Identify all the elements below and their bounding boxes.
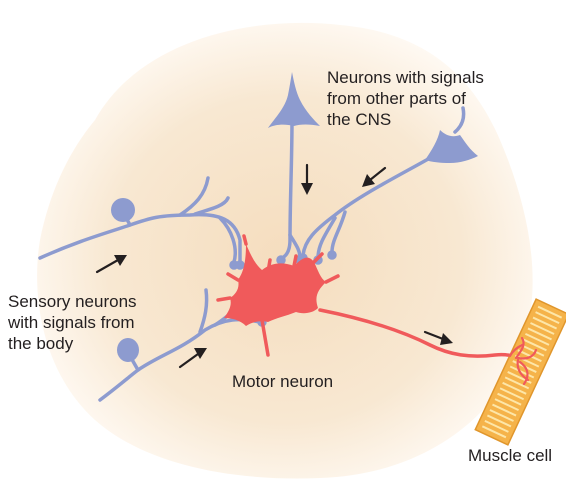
label-sensory-neurons: Sensory neurons with signals from the bo…	[8, 291, 137, 354]
sensory-cell-body-upper	[111, 198, 135, 222]
label-cns-neurons: Neurons with signals from other parts of…	[327, 67, 484, 130]
label-sensory-line-2: with signals from	[8, 312, 137, 333]
label-sensory-line-3: the body	[8, 333, 137, 354]
label-muscle-cell: Muscle cell	[468, 445, 552, 466]
label-cns-line-1: Neurons with signals	[327, 67, 484, 88]
label-sensory-line-1: Sensory neurons	[8, 291, 137, 312]
label-cns-line-3: the CNS	[327, 109, 484, 130]
label-cns-line-2: from other parts of	[327, 88, 484, 109]
label-motor-neuron: Motor neuron	[232, 371, 333, 392]
